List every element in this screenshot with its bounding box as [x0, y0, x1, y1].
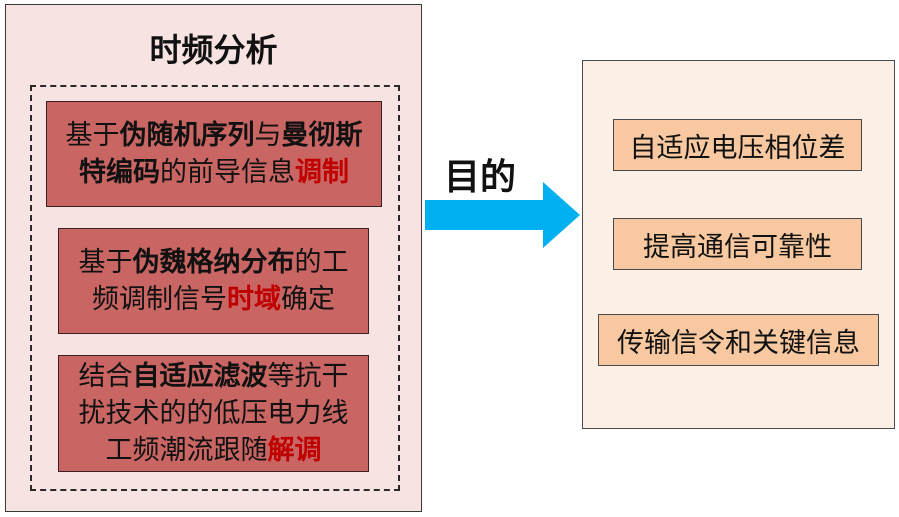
goal-box: 提高通信可靠性	[613, 218, 862, 270]
method-text: 等抗干	[267, 361, 349, 392]
method-text: 扰技术的的低压电力线	[78, 398, 349, 429]
highlight-keyword: 时域	[227, 284, 281, 315]
method-line: 基于伪随机序列与曼彻斯	[66, 117, 363, 154]
highlight-keyword: 解调	[267, 435, 322, 466]
method-text: 的前导信息	[160, 157, 295, 188]
method-text: 结合	[78, 361, 133, 392]
method-line: 扰技术的的低压电力线	[79, 395, 349, 432]
method-box-demodulation: 结合自适应滤波等抗干扰技术的的低压电力线工频潮流跟随解调	[58, 355, 369, 472]
method-text: 基于	[78, 247, 133, 278]
bold-keyword: 自适应滤波	[132, 361, 268, 392]
bold-keyword: 曼彻斯	[281, 120, 363, 151]
method-text: 的工	[294, 247, 349, 278]
methods-dashed-group	[30, 85, 400, 491]
method-text: 工频潮流跟随	[105, 435, 268, 466]
panel-title: 时频分析	[149, 31, 278, 69]
bold-keyword: 特编码	[79, 157, 160, 188]
right-arrow-icon	[425, 182, 580, 248]
method-text: 与	[254, 120, 282, 151]
method-line: 频调制信号时域确定	[92, 281, 335, 318]
goal-box: 传输信令和关键信息	[598, 314, 879, 366]
bold-keyword: 伪随机序列	[119, 120, 255, 151]
method-text: 频调制信号	[92, 284, 227, 315]
method-line: 特编码的前导信息调制	[79, 154, 349, 191]
bold-keyword: 伪魏格纳分布	[132, 247, 295, 278]
method-box-modulation: 基于伪随机序列与曼彻斯特编码的前导信息调制	[46, 101, 382, 207]
method-line: 工频潮流跟随解调	[106, 432, 322, 469]
method-text: 确定	[281, 284, 335, 315]
highlight-keyword: 调制	[295, 157, 349, 188]
method-line: 结合自适应滤波等抗干	[79, 358, 349, 395]
method-box-time-domain: 基于伪魏格纳分布的工频调制信号时域确定	[58, 228, 369, 334]
purpose-label: 目的	[444, 157, 517, 198]
method-line: 基于伪魏格纳分布的工	[79, 244, 349, 281]
goal-box: 自适应电压相位差	[613, 119, 862, 171]
method-text: 基于	[65, 120, 120, 151]
